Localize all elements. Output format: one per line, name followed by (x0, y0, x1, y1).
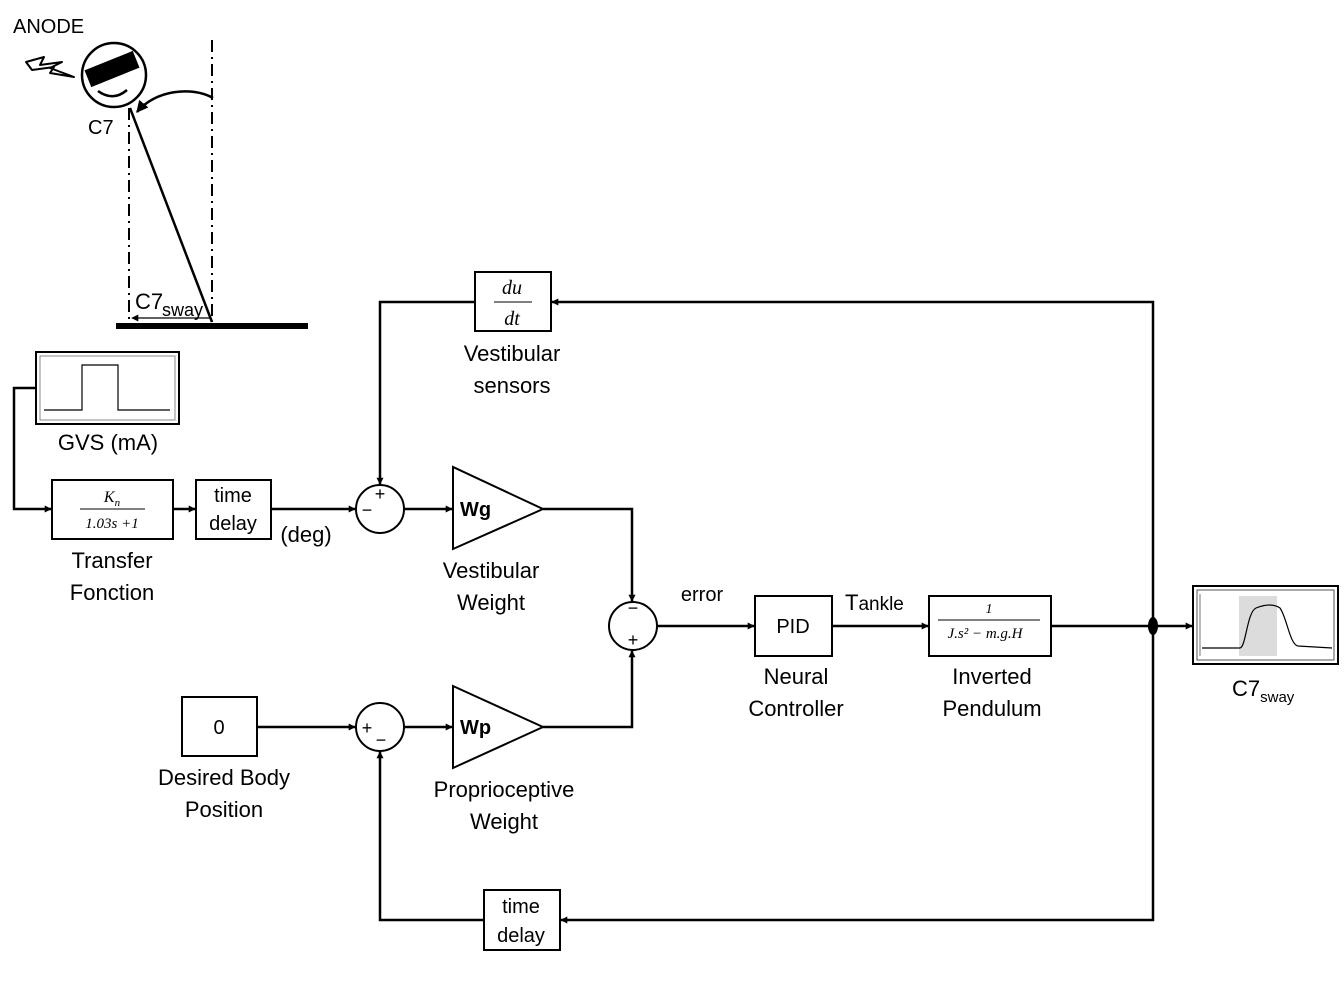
time-delay-top-line2: delay (209, 513, 257, 535)
wp-label-line2: Weight (470, 809, 538, 834)
time-delay-bottom-line2: delay (497, 925, 545, 947)
c7-sway-scope: C7sway (1192, 585, 1339, 706)
wp-label-line1: Proprioceptive (434, 777, 575, 802)
wire-feedback-top (551, 298, 1155, 626)
c7-sway-main: C7 (135, 289, 163, 314)
c7-sway-sub: sway (162, 300, 203, 320)
scope-label-sub: sway (1260, 689, 1295, 706)
pendulum-label-line1: Inverted (952, 664, 1032, 689)
gvs-label: GVS (mA) (58, 430, 158, 455)
tf-denominator: 1.03s +1 (85, 516, 138, 532)
tf-numerator-sub: n (115, 497, 121, 509)
proprioceptive-weight-gain: Wp Proprioceptive Weight (434, 684, 575, 834)
time-delay-bottom-block: time delay (483, 889, 561, 951)
wire-sensors-to-sum (376, 300, 475, 485)
body-sway-figure: ANODE C7 C7 sway (13, 16, 308, 329)
gvs-pulse-trace (44, 364, 170, 411)
sum-top-plus: + (375, 484, 386, 504)
tf-numerator: K (103, 489, 116, 506)
c7-label: C7 (88, 117, 114, 139)
pendulum-denominator: J.s² − m.g.H (947, 626, 1023, 642)
sensors-label-line1: Vestibular (464, 341, 561, 366)
anode-label: ANODE (13, 16, 84, 38)
pid-text: PID (776, 616, 809, 638)
tf-label-line2: Fonction (70, 580, 154, 605)
wg-text: Wg (460, 499, 491, 521)
error-label: error (681, 584, 724, 606)
transfer-function-block: Kn 1.03s +1 Transfer Fonction (51, 479, 174, 605)
wire-wp-to-sum (543, 650, 636, 729)
scope-label-main: C7 (1232, 676, 1260, 701)
wire-wg-to-sum (543, 507, 636, 602)
sum-top-minus: − (362, 500, 373, 520)
desired-label-line1: Desired Body (158, 765, 290, 790)
sensors-numerator: du (502, 277, 522, 299)
pid-block: PID Neural Controller (748, 595, 844, 721)
pendulum-numerator: 1 (986, 602, 993, 617)
wp-text: Wp (460, 717, 491, 739)
sum-junction-bottom: + − (355, 702, 405, 752)
pid-label-line2: Controller (748, 696, 843, 721)
sway-arrow (136, 90, 214, 113)
scope-shaded-window (1239, 596, 1277, 656)
sum-mid-plus: + (628, 630, 639, 650)
desired-value: 0 (213, 717, 224, 739)
vestibular-sensors-block: du dt Vestibular sensors (464, 271, 561, 398)
inverted-pendulum-block: 1 J.s² − m.g.H Inverted Pendulum (928, 595, 1052, 721)
svg-text:Tankle: Tankle (845, 590, 904, 615)
electrode-lightning-icon (25, 56, 75, 78)
pid-label-line1: Neural (764, 664, 829, 689)
time-delay-top-line1: time (214, 485, 252, 507)
branch-point (1148, 617, 1158, 635)
scope-sway-trace (1202, 604, 1333, 649)
sensors-denominator: dt (504, 308, 520, 330)
sensors-label-line2: sensors (473, 373, 550, 398)
sum-junction-error: − + (608, 598, 658, 651)
wg-label-line1: Vestibular (443, 558, 540, 583)
svg-text:C7sway: C7sway (1232, 676, 1295, 706)
sum-junction-top: + − (355, 484, 405, 534)
deg-label: (deg) (280, 522, 331, 547)
body-line (128, 107, 214, 323)
gvs-signal-box: GVS (mA) (35, 351, 180, 455)
head-icon (80, 41, 148, 109)
svg-text:Kn: Kn (103, 489, 121, 509)
vestibular-weight-gain: Wg Vestibular Weight (443, 465, 546, 615)
time-delay-top-block: time delay (195, 479, 272, 540)
tf-label-line1: Transfer (71, 548, 152, 573)
sum-mid-minus: − (628, 598, 639, 618)
sum-bottom-plus: + (362, 718, 373, 738)
wire-feedback-bottom (560, 626, 1155, 924)
pendulum-label-line2: Pendulum (942, 696, 1041, 721)
desired-body-position-block: 0 Desired Body Position (158, 696, 290, 822)
wg-label-line2: Weight (457, 590, 525, 615)
sum-bottom-minus: − (376, 730, 387, 750)
torque-sub: ankle (858, 594, 903, 615)
wire-gvs-to-tf (12, 386, 52, 513)
desired-label-line2: Position (185, 797, 263, 822)
wires (12, 298, 1193, 924)
torque-main: T (845, 590, 858, 615)
wire-delay-to-sum-bottom (376, 751, 483, 922)
time-delay-bottom-line1: time (502, 896, 540, 918)
